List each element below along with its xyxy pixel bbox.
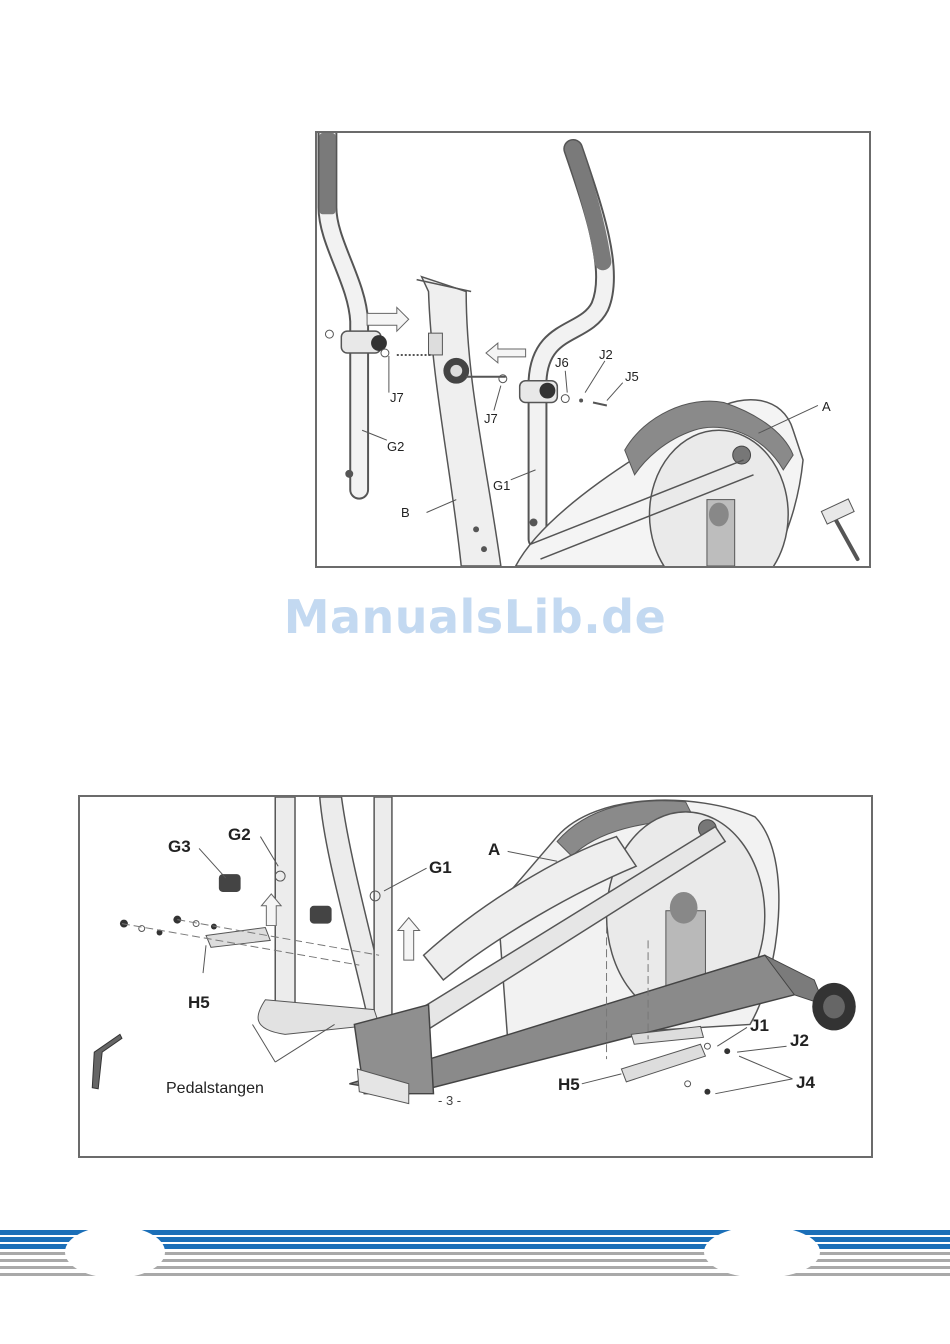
- figure-1-drawing: [317, 133, 869, 566]
- footer-stripe-band: [0, 1222, 950, 1344]
- label-knob-g3: G3: [168, 837, 191, 857]
- label-part-j6: J6: [555, 355, 569, 370]
- label-part-j1: J1: [750, 1016, 769, 1036]
- label-part-j2: J2: [790, 1031, 809, 1051]
- label-part-j4: J4: [796, 1073, 815, 1093]
- page-number: - 3 -: [438, 1093, 461, 1108]
- label-handlebar-g2: G2: [387, 439, 404, 454]
- label-pedal-rods: Pedalstangen: [166, 1080, 264, 1098]
- label-frame-a: A: [822, 399, 831, 414]
- label-part-j7-left: J7: [390, 390, 404, 405]
- label-bracket-h5-right: H5: [558, 1075, 580, 1095]
- figure-2-drawing: [80, 797, 871, 1156]
- label-bracket-h5-left: H5: [188, 993, 210, 1013]
- label-upright-g2: G2: [228, 825, 251, 845]
- label-part-j5: J5: [625, 369, 639, 384]
- label-post-b: B: [401, 505, 410, 520]
- label-frame-a: A: [488, 840, 500, 860]
- label-handlebar-g1: G1: [493, 478, 510, 493]
- assembly-figure-1: A B G1 G2 J2 J5 J6 J7 J7: [315, 131, 871, 568]
- label-part-j2: J2: [599, 347, 613, 362]
- watermark-text: ManualsLib.de: [0, 590, 950, 644]
- assembly-figure-2: G3 G2 G1 A H5 H5 J1 J2 J4 Pedalstangen -…: [78, 795, 873, 1158]
- label-part-j7-right: J7: [484, 411, 498, 426]
- label-upright-g1: G1: [429, 858, 452, 878]
